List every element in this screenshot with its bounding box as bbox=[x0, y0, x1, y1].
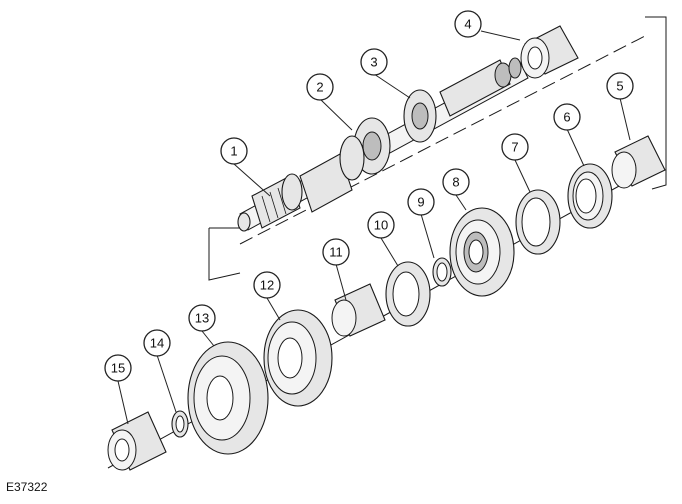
part-7-synchronizer-ring bbox=[515, 189, 561, 255]
part-4-tapered-bearing bbox=[520, 25, 579, 79]
gear-1-helical-input bbox=[251, 173, 303, 229]
part-9-snap-ring bbox=[432, 257, 452, 287]
callout-9-label: 9 bbox=[417, 195, 424, 210]
callout-2: 2 bbox=[306, 73, 334, 101]
callout-4: 4 bbox=[454, 10, 482, 38]
callout-7-label: 7 bbox=[511, 140, 518, 155]
callout-2-label: 2 bbox=[316, 80, 323, 95]
callout-13-label: 13 bbox=[195, 311, 209, 326]
callout-10: 10 bbox=[367, 211, 395, 239]
part-10-synchronizer-ring bbox=[385, 261, 431, 327]
part-14-snap-ring bbox=[171, 410, 189, 438]
callout-8-label: 8 bbox=[452, 175, 459, 190]
figure-reference-code: E37322 bbox=[6, 480, 48, 494]
gear-2 bbox=[339, 117, 391, 181]
callout-9: 9 bbox=[407, 188, 435, 216]
callout-5: 5 bbox=[606, 72, 634, 100]
part-6-synchronizer-ring bbox=[567, 163, 613, 229]
part-15-tapered-bearing bbox=[107, 411, 167, 471]
callout-15-label: 15 bbox=[111, 361, 125, 376]
callout-leaders bbox=[117, 30, 631, 425]
callout-1-label: 1 bbox=[230, 144, 237, 159]
part-8-synchronizer-hub bbox=[449, 207, 515, 297]
callout-13: 13 bbox=[188, 304, 216, 332]
callout-6: 6 bbox=[553, 103, 581, 131]
callout-3-label: 3 bbox=[370, 55, 377, 70]
assembly-connector-lines bbox=[208, 16, 667, 281]
part-11-needle-bearing bbox=[331, 283, 386, 337]
callout-12: 12 bbox=[253, 271, 281, 299]
callout-4-label: 4 bbox=[464, 17, 471, 32]
callout-3: 3 bbox=[360, 48, 388, 76]
callout-15: 15 bbox=[104, 354, 132, 382]
callout-6-label: 6 bbox=[563, 110, 570, 125]
callout-1: 1 bbox=[220, 137, 248, 165]
callout-7: 7 bbox=[501, 133, 529, 161]
callout-14-label: 14 bbox=[150, 336, 164, 351]
callout-12-label: 12 bbox=[260, 278, 274, 293]
callout-11: 11 bbox=[322, 238, 350, 266]
callout-14: 14 bbox=[143, 329, 171, 357]
part-5-needle-bearing bbox=[611, 135, 666, 189]
part-13-gear bbox=[187, 341, 269, 455]
callout-10-label: 10 bbox=[374, 218, 388, 233]
callout-5-label: 5 bbox=[616, 79, 623, 94]
callout-11-label: 11 bbox=[329, 245, 343, 260]
callout-8: 8 bbox=[442, 168, 470, 196]
gear-3 bbox=[403, 89, 437, 143]
part-12-gear bbox=[263, 309, 333, 407]
